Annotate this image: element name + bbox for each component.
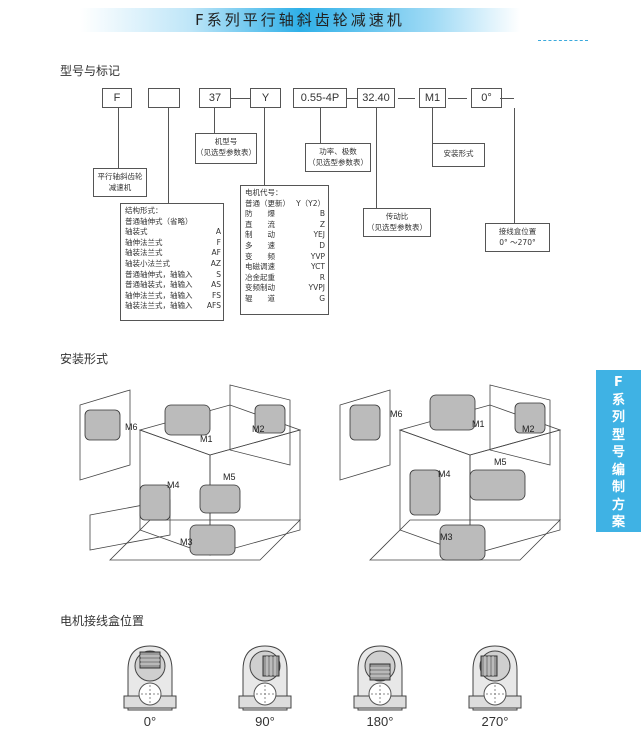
pos-m1-right: M1 bbox=[472, 419, 485, 429]
pos-m3-right: M3 bbox=[440, 532, 453, 542]
structure-heading: 结构形式： bbox=[125, 206, 163, 215]
code-box-terminal: 0° bbox=[471, 88, 502, 108]
section-title-model: 型号与标记 bbox=[60, 64, 121, 78]
structure-row: 普通轴伸式（省略） bbox=[125, 216, 193, 226]
code-box-motor: Y bbox=[250, 88, 281, 108]
side-tab-char: 方 bbox=[611, 497, 625, 513]
label-power: 功率、极数（见选型参数表） bbox=[305, 143, 371, 172]
pos-m3-left: M3 bbox=[180, 537, 193, 547]
pos-m1-left: M1 bbox=[200, 434, 213, 444]
terminal-box-diagram bbox=[123, 645, 177, 711]
terminal-box-diagram bbox=[353, 645, 407, 711]
label-parallel: 平行轴斜齿轮减速机 bbox=[93, 168, 147, 197]
code-box-series: F bbox=[102, 88, 132, 108]
code-box-frame: 37 bbox=[199, 88, 231, 108]
side-tab-char: 编 bbox=[611, 462, 625, 478]
mounting-diagram: M1 M2 M3 M4 M5 M6 M1 M2 M3 M4 M5 M6 bbox=[79, 384, 562, 561]
pos-m5-left: M5 bbox=[223, 472, 236, 482]
motor-row: 普通（更新）Y（Y2） bbox=[245, 198, 325, 208]
label-ratio: 传动比（见选型参数表） bbox=[363, 208, 431, 237]
code-box-structure bbox=[148, 88, 180, 108]
terminal-position-label: 180° bbox=[366, 714, 394, 729]
pos-m2-right: M2 bbox=[522, 424, 535, 434]
terminal-box-diagram bbox=[238, 645, 292, 711]
side-tab-char: 制 bbox=[611, 480, 625, 495]
terminal-position-label: 90° bbox=[255, 714, 275, 729]
side-tab-char: 系 bbox=[611, 392, 625, 408]
section-title-terminal: 电机接线盒位置 bbox=[60, 614, 145, 628]
side-tab-char: 案 bbox=[611, 515, 625, 530]
side-tab-char: 号 bbox=[611, 445, 625, 460]
code-box-mounting: M1 bbox=[419, 88, 446, 108]
divider bbox=[538, 40, 588, 41]
section-title-mounting: 安装形式 bbox=[60, 352, 109, 366]
side-tab-char: 型 bbox=[611, 427, 625, 443]
motor-heading: 电机代号： bbox=[245, 188, 283, 197]
label-frame: 机型号（见选型参数表） bbox=[195, 133, 257, 164]
pos-m4-left: M4 bbox=[167, 480, 180, 490]
side-tab-char: 列 bbox=[611, 410, 625, 425]
pos-m4-right: M4 bbox=[438, 469, 451, 479]
side-tab-char: F bbox=[614, 375, 623, 390]
pos-m5-right: M5 bbox=[494, 457, 507, 467]
page-title: F系列平行轴斜齿轮减速机 bbox=[195, 11, 405, 29]
pos-m2-left: M2 bbox=[252, 424, 265, 434]
pos-m6-right: M6 bbox=[390, 409, 403, 419]
title-bar bbox=[80, 8, 520, 32]
label-mounting: 安装形式 bbox=[432, 143, 485, 167]
terminal-position-label: 270° bbox=[481, 714, 509, 729]
terminal-box-diagram bbox=[468, 645, 522, 711]
code-box-power: 0.55-4P bbox=[293, 88, 347, 108]
code-box-ratio: 32.40 bbox=[357, 88, 395, 108]
pos-m6-left: M6 bbox=[125, 422, 138, 432]
terminal-position-label: 0° bbox=[143, 714, 157, 729]
